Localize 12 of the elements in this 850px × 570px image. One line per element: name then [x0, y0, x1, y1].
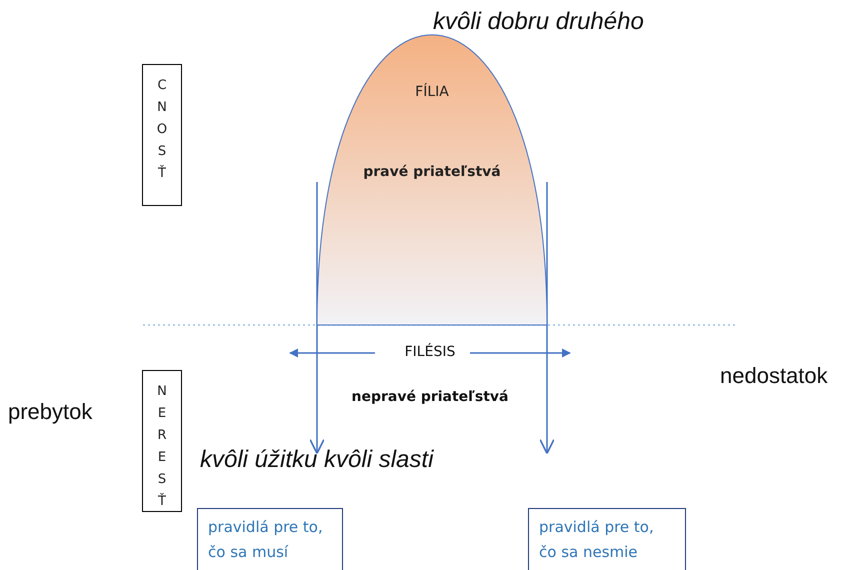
rule-text: pravidlá pre to, čo sa musí: [208, 517, 324, 563]
lower-text: nepravé priateľstvá: [351, 389, 508, 405]
vertical-label-box: [142, 64, 182, 206]
lower-heading: kvôli úžitku kvôli slasti: [200, 446, 434, 473]
side-label: nedostatok: [720, 363, 828, 388]
arrow-label: FILÉSIS: [404, 344, 456, 360]
heading-text: kvôli dobru druhého: [433, 8, 644, 35]
vertical-label: NERESŤ: [156, 383, 168, 511]
vertical-label-box: [142, 370, 182, 512]
side-label: prebytok: [8, 399, 92, 424]
rule-text: pravidlá pre to, čo sa nesmie: [539, 517, 655, 563]
vertical-label: CNOSŤ: [156, 77, 168, 183]
